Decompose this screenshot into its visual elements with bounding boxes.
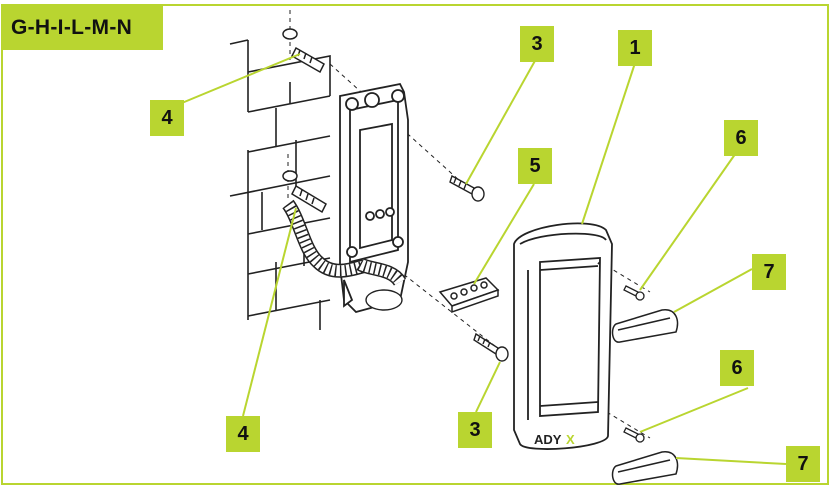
brand-label: ADY [534, 432, 562, 447]
callout-3-upper: 3 [520, 26, 554, 62]
callout-4-lower: 4 [226, 416, 260, 452]
wall-plug-upper [282, 28, 325, 74]
brand-mark: X [566, 432, 575, 447]
screw-lower [473, 332, 509, 362]
screw-upper [449, 174, 485, 202]
callout-3-lower: 3 [458, 412, 492, 448]
diagram-frame [1, 4, 829, 485]
callout-7-lower: 7 [786, 446, 820, 482]
diagram-title: G-H-I-L-M-N [3, 6, 163, 50]
handle-screw-lower [623, 427, 645, 443]
callout-6-upper: 6 [724, 120, 758, 156]
callout-5: 5 [518, 148, 552, 184]
handle-screw-upper [623, 285, 645, 301]
connector-block [438, 277, 500, 314]
back-plate [339, 82, 409, 314]
callout-4-upper: 4 [150, 100, 184, 136]
handle-upper [611, 309, 679, 343]
handle-lower [611, 451, 679, 485]
wall-plug-lower [282, 170, 327, 214]
leader-lines [176, 53, 787, 465]
cover: ADY X [513, 222, 613, 450]
callout-1: 1 [618, 30, 652, 66]
cable-conduit [282, 199, 407, 311]
callout-7-upper: 7 [752, 254, 786, 290]
brick-wall [229, 39, 331, 330]
callout-6-lower: 6 [720, 350, 754, 386]
